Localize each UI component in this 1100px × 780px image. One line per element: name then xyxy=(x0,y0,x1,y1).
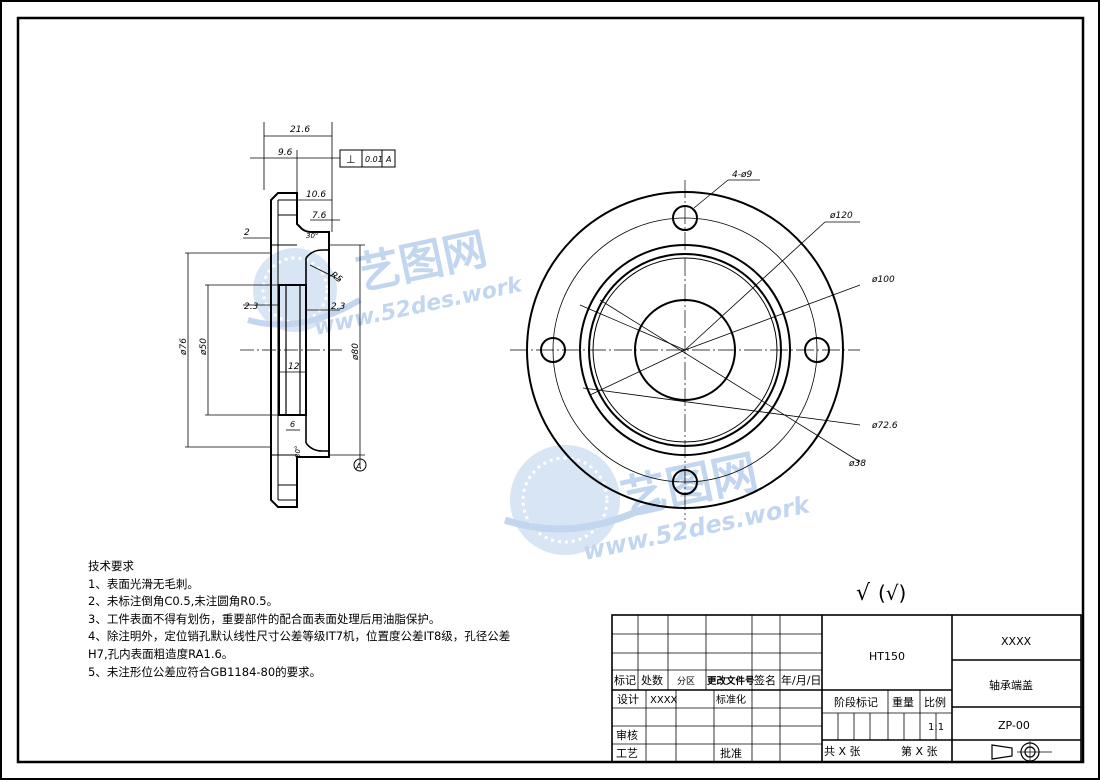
title-block xyxy=(611,614,1082,763)
hdr-zone: 分区 xyxy=(677,676,695,687)
designer-value: XXXX xyxy=(650,695,678,706)
dim-12: 12 xyxy=(288,362,300,372)
title-block-text: 标记 处数 分区 更改文件号 签名 年/月/日 设计 XXXX 标准化 审核 工… xyxy=(614,635,1033,760)
dim-2: 2 xyxy=(244,228,250,238)
label-d120: ø120 xyxy=(829,211,853,221)
front-view-labels: 4-ø9 ø120 ø100 ø72.6 ø38 xyxy=(732,170,898,469)
approve-label: 批准 xyxy=(720,746,742,760)
tech-note-4: 4、除注明外，定位销孔默认线性尺寸公差等级IT7机，位置度公差IT8级，孔径公差 xyxy=(88,629,511,644)
drawing-number: ZP-00 xyxy=(998,719,1030,732)
tech-note-5: 5、未注形位公差应符合GB1184-80的要求。 xyxy=(88,664,322,679)
side-view xyxy=(185,122,396,508)
sheet-number: 第 X 张 xyxy=(901,744,938,758)
flange-outline xyxy=(270,192,330,508)
weight-label: 重量 xyxy=(892,695,914,709)
flatness-symbol: ⊥ xyxy=(346,153,356,166)
front-view xyxy=(510,179,861,520)
tech-notes-title: 技术要求 xyxy=(88,559,134,573)
scale-value: 1:1 xyxy=(928,722,944,733)
dim-9-6: 9.6 xyxy=(278,148,293,158)
tech-note-3: 3、工件表面不得有划伤，重要部件的配合面表面处理后用油脂保护。 xyxy=(88,611,441,626)
dim-30deg-bottom: 30° xyxy=(294,446,302,458)
surface-finish-symbol: √ xyxy=(856,581,871,606)
surface-finish-paren: (√) xyxy=(878,581,906,605)
datum-marker xyxy=(353,458,367,472)
process-label: 工艺 xyxy=(616,747,638,760)
surface-finish: √ (√) xyxy=(856,581,906,606)
dim-21-6: 21.6 xyxy=(290,125,310,135)
flatness-datum: A xyxy=(385,155,391,164)
stage-label: 阶段标记 xyxy=(834,695,878,709)
dim-dia-80: ø80 xyxy=(351,343,361,361)
projection-symbol xyxy=(991,741,1052,763)
side-view-dims: 21.6 9.6 ⊥ 0.01 A 10.6 7.6 2 30° R5 2.3 … xyxy=(179,125,391,471)
label-4-d9: 4-ø9 xyxy=(732,170,752,180)
hdr-mark: 标记 xyxy=(614,673,636,687)
dim-30deg-top: 30° xyxy=(306,232,318,240)
flatness-value: 0.01 xyxy=(365,155,383,164)
label-d38: ø38 xyxy=(848,459,866,469)
hdr-date: 年/月/日 xyxy=(781,673,821,687)
label-d72-6: ø72.6 xyxy=(871,421,898,431)
dim-dia-50: ø50 xyxy=(199,338,209,356)
tech-note-4b: H7,孔内表面粗造度RA1.6。 xyxy=(88,646,234,661)
dim-10-6: 10.6 xyxy=(306,190,326,200)
dim-6: 6 xyxy=(290,420,295,429)
watermark-upper: 艺图网 www.52des.work xyxy=(247,223,526,341)
dim-dia-76: ø76 xyxy=(179,338,189,356)
scale-label: 比例 xyxy=(924,695,946,709)
review-label: 审核 xyxy=(616,728,638,742)
tech-note-1: 1、表面光滑无毛刺。 xyxy=(88,576,199,591)
inner-border xyxy=(16,16,1085,764)
designer-label: 设计 xyxy=(617,693,639,706)
material-value: HT150 xyxy=(869,650,905,663)
sheets-total: 共 X 张 xyxy=(824,745,861,758)
hdr-sign: 签名 xyxy=(754,673,776,687)
standardize-label: 标准化 xyxy=(716,693,746,706)
leader-lines xyxy=(579,179,861,463)
datum-a-label: A xyxy=(355,462,361,471)
dim-2-3-right: 2.3 xyxy=(331,302,346,312)
hdr-change-doc: 更改文件号 xyxy=(707,675,755,687)
hdr-count: 处数 xyxy=(641,674,663,687)
tech-note-2: 2、未标注倒角C0.5,未注圆角R0.5。 xyxy=(88,594,279,609)
dim-7-6: 7.6 xyxy=(312,211,327,221)
part-name: 轴承端盖 xyxy=(989,678,1033,692)
flatness-frame xyxy=(339,149,396,168)
tech-notes: 技术要求 1、表面光滑无毛刺。 2、未标注倒角C0.5,未注圆角R0.5。 3、… xyxy=(88,558,511,681)
company-value: XXXX xyxy=(1001,635,1032,648)
label-d100: ø100 xyxy=(871,275,895,285)
dim-2-3-left: 2.3 xyxy=(244,302,259,312)
dimension-lines xyxy=(185,122,365,465)
